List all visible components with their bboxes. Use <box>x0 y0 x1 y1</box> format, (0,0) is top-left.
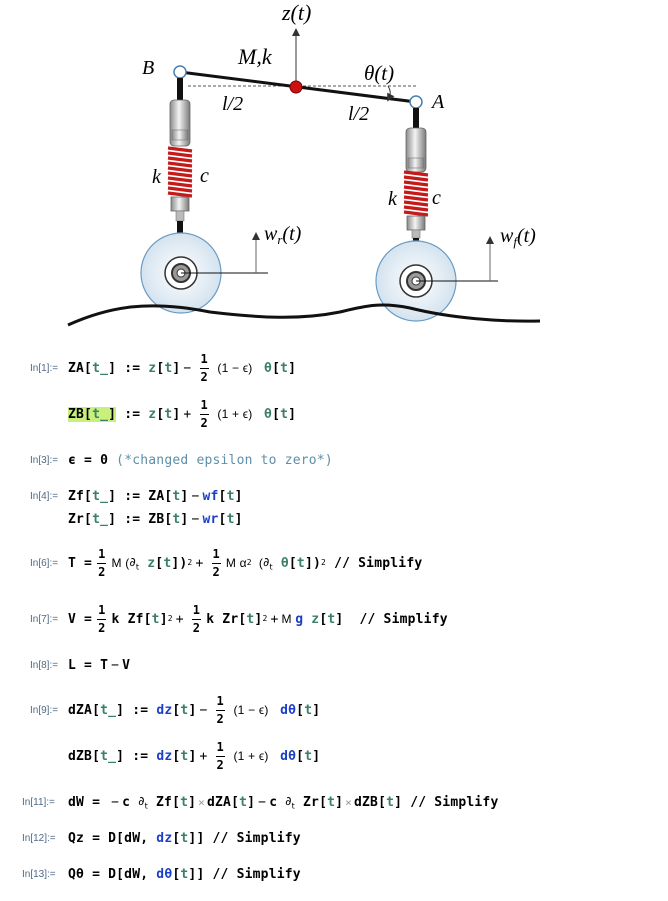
right-wheel <box>375 240 498 322</box>
label-a: A <box>430 91 445 113</box>
theta-arrow <box>387 85 395 102</box>
road-surface <box>67 303 541 327</box>
cell-label: In[8]:= <box>30 660 59 671</box>
cell-code[interactable]: Qθ = D[dW, dθ[t]] // Simplify <box>68 866 301 882</box>
label-k-right: k <box>388 188 398 210</box>
joint-a <box>409 95 423 109</box>
cell-in8[interactable]: In[8]:= L = T−V <box>0 645 668 685</box>
cell-label: In[11]:= <box>22 797 55 808</box>
label-wr: wr(t) <box>264 223 302 247</box>
label-k-left: k <box>152 166 162 188</box>
cell-in11[interactable]: In[11]:= dW = −c ∂t Zf[t]×dZA[t]−c ∂t Zr… <box>0 782 668 822</box>
label-l2-right: l/2 <box>348 103 369 125</box>
cell-in13[interactable]: In[13]:= Qθ = D[dW, dθ[t]] // Simplify <box>0 854 668 894</box>
cell-code[interactable]: Qz = D[dW, dz[t]] // Simplify <box>68 830 301 846</box>
cell-label: In[7]:= <box>30 614 59 625</box>
label-c-right: c <box>432 187 441 209</box>
label-theta: θ(t) <box>364 61 394 85</box>
cell-code[interactable]: Zf[t_] := ZA[t]−wf[t] <box>68 488 243 504</box>
suspension-diagram: z(t) M,k θ(t) B A l/2 l/2 k c <box>67 0 541 327</box>
label-z: z(t) <box>281 0 311 25</box>
cell-in3[interactable]: In[3]:= ϵ = 0 (*changed epsilon to zero*… <box>0 440 668 480</box>
cell-label: In[6]:= <box>30 558 59 569</box>
code-comment: (*changed epsilon to zero*) <box>116 452 333 468</box>
cell-code[interactable]: L = T−V <box>68 657 131 673</box>
label-c-left: c <box>200 165 209 187</box>
cell-code[interactable]: ϵ = 0 (*changed epsilon to zero*) <box>68 452 333 468</box>
cell-code[interactable]: dW = −c ∂t Zf[t]×dZA[t]−c ∂t Zr[t]×dZB[t… <box>68 793 499 811</box>
right-shock-absorber <box>403 108 429 260</box>
left-shock-absorber <box>167 78 193 251</box>
cell-in4[interactable]: In[4]:= Zf[t_] := ZA[t]−wf[t] <box>0 476 668 516</box>
cell-code[interactable]: Zr[t_] := ZB[t]−wr[t] <box>68 511 243 527</box>
label-b: B <box>142 57 154 79</box>
cell-in4-line2[interactable]: Zr[t_] := ZB[t]−wr[t] <box>0 499 668 539</box>
label-wf: wf(t) <box>500 225 536 249</box>
cell-label: In[3]:= <box>30 455 59 466</box>
cell-label: In[12]:= <box>22 833 56 844</box>
cell-label: In[1]:= <box>30 363 59 374</box>
cell-label: In[9]:= <box>30 705 59 716</box>
label-mk: M,k <box>237 44 273 69</box>
mass-center <box>289 80 303 94</box>
left-wheel <box>140 232 268 314</box>
label-l2-left: l/2 <box>222 93 243 115</box>
cell-in12[interactable]: In[12]:= Qz = D[dW, dz[t]] // Simplify <box>0 818 668 858</box>
cell-label: In[13]:= <box>22 869 56 880</box>
right-spring <box>403 170 429 217</box>
left-spring <box>167 146 193 198</box>
cell-label: In[4]:= <box>30 491 59 502</box>
joint-b <box>173 65 187 79</box>
